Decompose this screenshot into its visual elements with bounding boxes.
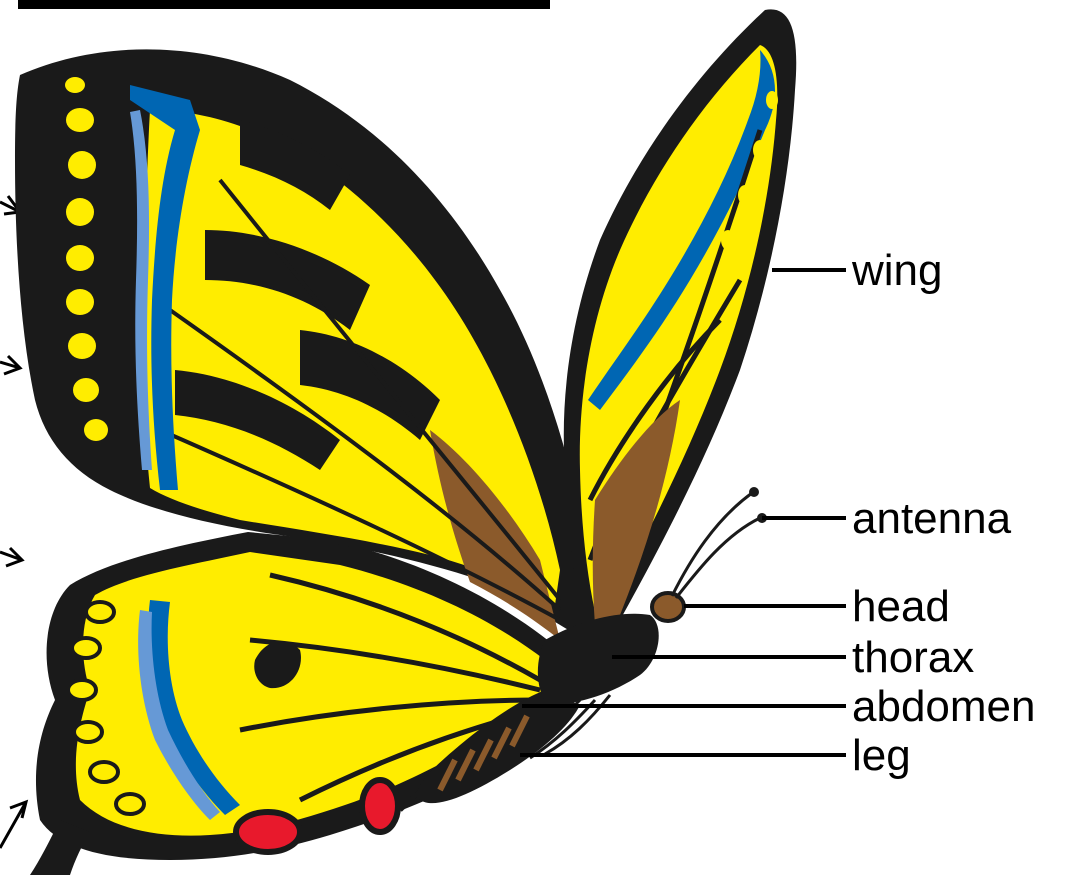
label-thorax: thorax — [852, 633, 974, 682]
label-abdomen: abdomen — [852, 682, 1035, 731]
antennae — [672, 493, 760, 598]
red-spot-2 — [362, 780, 398, 832]
label-head: head — [852, 582, 950, 631]
label-leg: leg — [852, 731, 911, 780]
left-arrow-2 — [0, 356, 20, 374]
red-spot-1 — [236, 812, 300, 852]
label-wing: wing — [851, 246, 943, 295]
left-arrow-4 — [0, 802, 26, 848]
left-arrow-3 — [0, 548, 22, 566]
label-antenna: antenna — [852, 494, 1012, 543]
right-forewing — [564, 9, 796, 640]
head — [652, 593, 684, 621]
title-underline — [18, 0, 550, 9]
